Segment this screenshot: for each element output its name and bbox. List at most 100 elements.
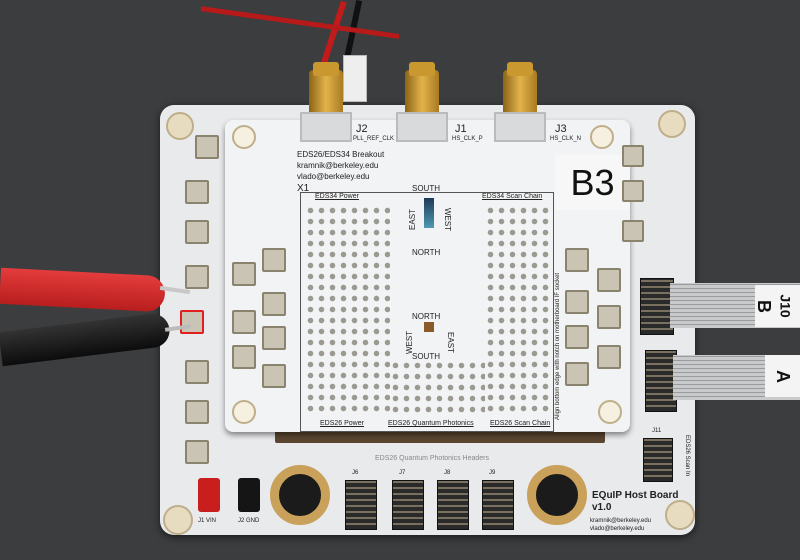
signal-pad — [262, 248, 286, 272]
sma-mount — [494, 112, 546, 142]
host-title: EQuIP Host Board — [592, 490, 679, 501]
black-probe — [0, 311, 172, 367]
corner-screw — [590, 125, 614, 149]
eds26-scan-label: EDS26 Scan Chain — [490, 420, 551, 427]
header-j6 — [345, 480, 377, 530]
header-j9 — [482, 480, 514, 530]
signal-pad — [597, 268, 621, 292]
test-pad — [185, 180, 209, 204]
north-label-2: NORTH — [412, 312, 441, 321]
corner-screw — [166, 112, 194, 140]
breakout-email: vlado@berkeley.edu — [297, 172, 370, 181]
align-note: Align bottom edge with notch on motherbo… — [555, 272, 561, 420]
corner-screw — [658, 110, 686, 138]
test-point — [622, 180, 644, 202]
test-pad — [185, 265, 209, 289]
signal-pad — [565, 325, 589, 349]
header-j11 — [643, 438, 673, 482]
cable-label-b-text: B — [754, 299, 775, 313]
header-j7 — [392, 480, 424, 530]
east-label-2: EAST — [445, 332, 455, 353]
host-email: kramnik@berkeley.edu — [590, 518, 652, 524]
signal-pad — [565, 290, 589, 314]
cable-connector-b — [640, 278, 674, 335]
signal-pad — [232, 345, 256, 369]
eds34-power-label: EDS34 Power — [315, 193, 359, 200]
header-j8 — [437, 480, 469, 530]
header-label: J6 — [352, 470, 359, 476]
test-point — [622, 145, 644, 167]
header-label: J9 — [489, 470, 496, 476]
pin-grid-bottom — [390, 360, 485, 415]
sma-mount — [300, 112, 352, 142]
signal-pad — [597, 305, 621, 329]
scan-in-label: EDS26 Scan In — [684, 435, 690, 477]
red-probe — [0, 267, 166, 313]
west-label-2: WEST — [405, 330, 415, 355]
chip-area — [300, 192, 554, 432]
test-pad — [195, 135, 219, 159]
south-top: SOUTH — [412, 184, 440, 193]
jack2-label: J2 GND — [238, 518, 260, 524]
signal-pad — [232, 310, 256, 334]
signal-pad — [232, 262, 256, 286]
corner-screw — [598, 400, 622, 424]
j3-label: J3 — [555, 123, 567, 135]
signal-pad — [262, 326, 286, 350]
corner-screw — [232, 125, 256, 149]
south-bottom: SOUTH — [412, 352, 440, 361]
host-email: vlado@berkeley.edu — [590, 526, 645, 532]
mounting-hole — [527, 465, 587, 525]
test-pad-selected — [180, 310, 204, 334]
b3-sticker-text: B3 — [570, 161, 615, 203]
red-wire-top — [200, 6, 400, 39]
signal-pad — [565, 362, 589, 386]
sma-mount — [396, 112, 448, 142]
cable-label-j10-text: J10 — [777, 294, 794, 318]
j1-sub: HS_CLK_P — [452, 136, 483, 142]
pin-grid-left — [305, 205, 390, 415]
j3-sub: HS_CLK_N — [550, 136, 582, 142]
chip-ic2 — [424, 198, 434, 228]
header-label: J7 — [399, 470, 406, 476]
host-version: v1.0 — [592, 502, 612, 513]
test-pad — [185, 360, 209, 384]
signal-pad — [565, 248, 589, 272]
red-banana-jack — [198, 478, 220, 512]
north-label: NORTH — [412, 248, 441, 257]
eds26-power-label: EDS26 Power — [320, 420, 364, 427]
black-banana-jack — [238, 478, 260, 512]
cable-label-a-text: A — [773, 369, 793, 383]
signal-pad — [597, 345, 621, 369]
x1-label: X1 — [297, 183, 310, 194]
test-pad — [185, 400, 209, 424]
j2-label: J2 — [356, 123, 368, 135]
corner-screw — [163, 505, 193, 535]
mounting-hole — [270, 465, 330, 525]
eds34-scan-label: EDS34 Scan Chain — [482, 193, 543, 200]
east-label: EAST — [407, 209, 417, 230]
test-pad — [185, 440, 209, 464]
j11-label: J11 — [652, 428, 662, 434]
breakout-title: EDS26/EDS34 Breakout — [297, 150, 385, 159]
jack1-label: J1 VIN — [198, 518, 217, 524]
test-pad — [185, 220, 209, 244]
b3-sticker: B3 — [555, 155, 630, 210]
j1-label: J1 — [455, 123, 467, 135]
header-label: J8 — [444, 470, 451, 476]
white-connector — [343, 55, 367, 102]
west-label: WEST — [443, 207, 453, 232]
corner-screw — [232, 400, 256, 424]
corner-screw — [665, 500, 695, 530]
signal-pad — [262, 292, 286, 316]
j2-sub: PLL_REF_CLK — [353, 136, 395, 142]
pin-grid-right — [485, 205, 550, 415]
cable-label-a: A — [765, 355, 800, 397]
breakout-email: kramnik@berkeley.edu — [297, 161, 379, 170]
test-point — [622, 220, 644, 242]
qp-headers-label: EDS26 Quantum Photonics Headers — [375, 455, 490, 462]
eds26-qp-label: EDS26 Quantum Photonics — [388, 420, 474, 427]
signal-pad — [262, 364, 286, 388]
chip-ic1 — [424, 322, 434, 332]
